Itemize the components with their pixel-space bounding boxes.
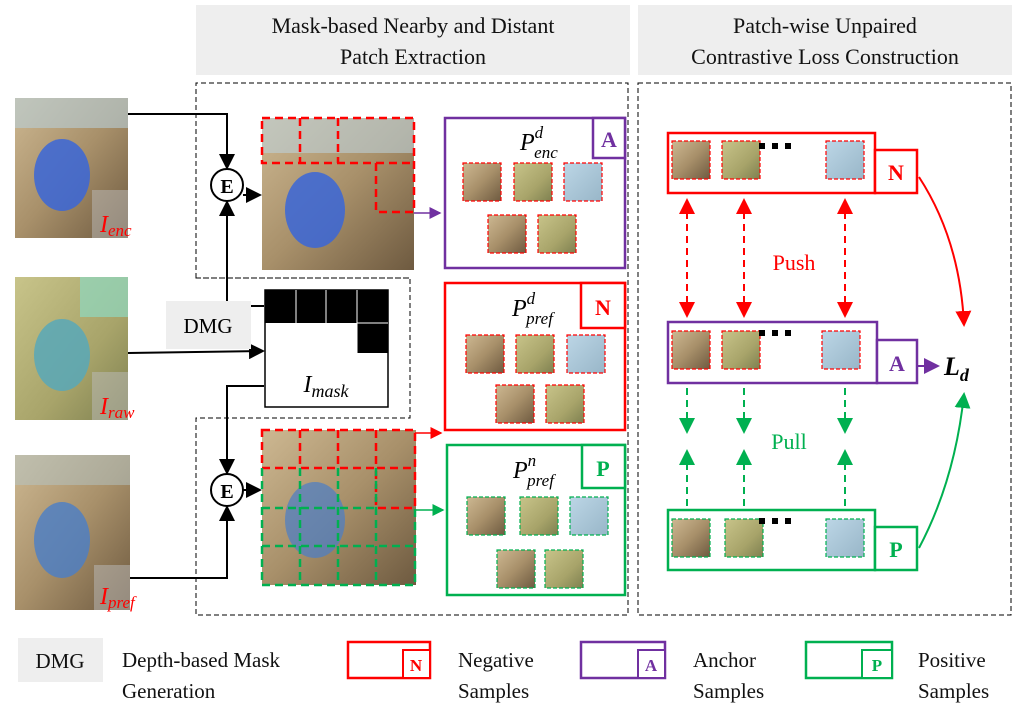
patch-thumbnail <box>825 518 865 558</box>
header-right-bg <box>638 5 1012 75</box>
svg-text:E: E <box>220 481 233 503</box>
ellipsis-dot <box>772 143 778 149</box>
svg-text:E: E <box>220 176 233 198</box>
svg-text:Positive: Positive <box>918 648 986 672</box>
svg-text:Ipref: Ipref <box>99 584 137 612</box>
svg-text:A: A <box>645 656 658 675</box>
header-right-line1: Patch-wise Unpaired <box>733 13 917 38</box>
positive-to-loss-arrow <box>918 392 971 549</box>
svg-text:Samples: Samples <box>458 679 529 703</box>
push-label: Push <box>773 250 816 275</box>
svg-text:A: A <box>889 351 905 376</box>
svg-text:N: N <box>888 160 904 185</box>
extraction-region-outline <box>195 82 629 616</box>
patch-thumbnail <box>466 496 506 536</box>
ellipsis-dot <box>785 143 791 149</box>
pull-label: Pull <box>771 429 806 454</box>
svg-text:Negative: Negative <box>458 648 534 672</box>
legend: DMG Depth-based Mask Generation N Negati… <box>18 638 989 703</box>
patch-thumbnail <box>519 496 559 536</box>
patch-thumbnail <box>544 549 584 589</box>
encoder-top: E <box>210 168 244 202</box>
ellipsis-dot <box>772 518 778 524</box>
svg-text:N: N <box>595 295 611 320</box>
ellipsis-dot <box>772 330 778 336</box>
negative-to-loss-arrow <box>918 176 972 327</box>
patch-thumbnail <box>496 549 536 589</box>
ellipsis-dot <box>785 330 791 336</box>
ellipsis-dot <box>759 143 765 149</box>
input-image-pref: Ipref <box>15 455 137 612</box>
patch-thumbnail <box>515 334 555 374</box>
header-left-line1: Mask-based Nearby and Distant <box>272 13 555 38</box>
patch-thumbnail <box>721 140 761 180</box>
header-right-line2: Contrastive Loss Construction <box>691 44 959 69</box>
contrastive-region-outline <box>637 82 1012 616</box>
svg-text:Iraw: Iraw <box>99 394 135 422</box>
svg-text:Imask: Imask <box>303 372 350 401</box>
ellipsis-dot <box>785 518 791 524</box>
positive-samples-row: P <box>666 508 919 572</box>
depth-mask: Imask <box>264 289 389 408</box>
input-image-raw: Iraw <box>15 277 135 422</box>
patch-thumbnail <box>671 518 711 558</box>
svg-text:Samples: Samples <box>693 679 764 703</box>
svg-text:P: P <box>596 456 609 481</box>
patch-thumbnail <box>487 214 527 254</box>
header-left-bg <box>196 5 630 75</box>
svg-text:Anchor: Anchor <box>693 648 756 672</box>
svg-text:Samples: Samples <box>918 679 989 703</box>
dmg-label: DMG <box>183 314 232 338</box>
patch-thumbnail <box>671 140 711 180</box>
encoder-bottom: E <box>210 473 244 507</box>
patch-thumbnail <box>563 162 603 202</box>
patch-thumbnail <box>545 384 585 424</box>
input-image-enc: Ienc <box>15 98 132 240</box>
pref-image-grid <box>260 428 417 587</box>
svg-text:Depth-based Mask: Depth-based Mask <box>122 648 281 672</box>
ellipsis-dot <box>759 330 765 336</box>
negative-samples-row: N <box>666 131 919 195</box>
svg-text:A: A <box>601 127 617 152</box>
patch-thumbnail <box>465 334 505 374</box>
encoded-image-grid <box>260 116 416 270</box>
svg-text:Ienc: Ienc <box>99 212 132 240</box>
patch-thumbnail <box>569 496 609 536</box>
header-left-line2: Patch Extraction <box>340 44 486 69</box>
patch-thumbnail <box>671 330 711 370</box>
patch-thumbnail <box>537 214 577 254</box>
dmg-module <box>166 301 251 349</box>
svg-text:DMG: DMG <box>35 649 84 673</box>
svg-text:N: N <box>410 656 423 675</box>
patch-thumbnail <box>721 330 761 370</box>
patch-thumbnail <box>821 330 861 370</box>
loss-label: Ld <box>943 352 970 385</box>
patch-thumbnail <box>462 162 502 202</box>
patch-thumbnail <box>724 518 764 558</box>
svg-text:P: P <box>889 537 902 562</box>
patch-thumbnail <box>495 384 535 424</box>
patch-thumbnail <box>513 162 553 202</box>
patch-thumbnail <box>825 140 865 180</box>
svg-text:Generation: Generation <box>122 679 216 703</box>
legend-dmg-key <box>18 638 103 682</box>
patch-thumbnail <box>566 334 606 374</box>
svg-text:P: P <box>872 656 882 675</box>
anchor-samples-row: A <box>666 320 919 385</box>
ellipsis-dot <box>759 518 765 524</box>
